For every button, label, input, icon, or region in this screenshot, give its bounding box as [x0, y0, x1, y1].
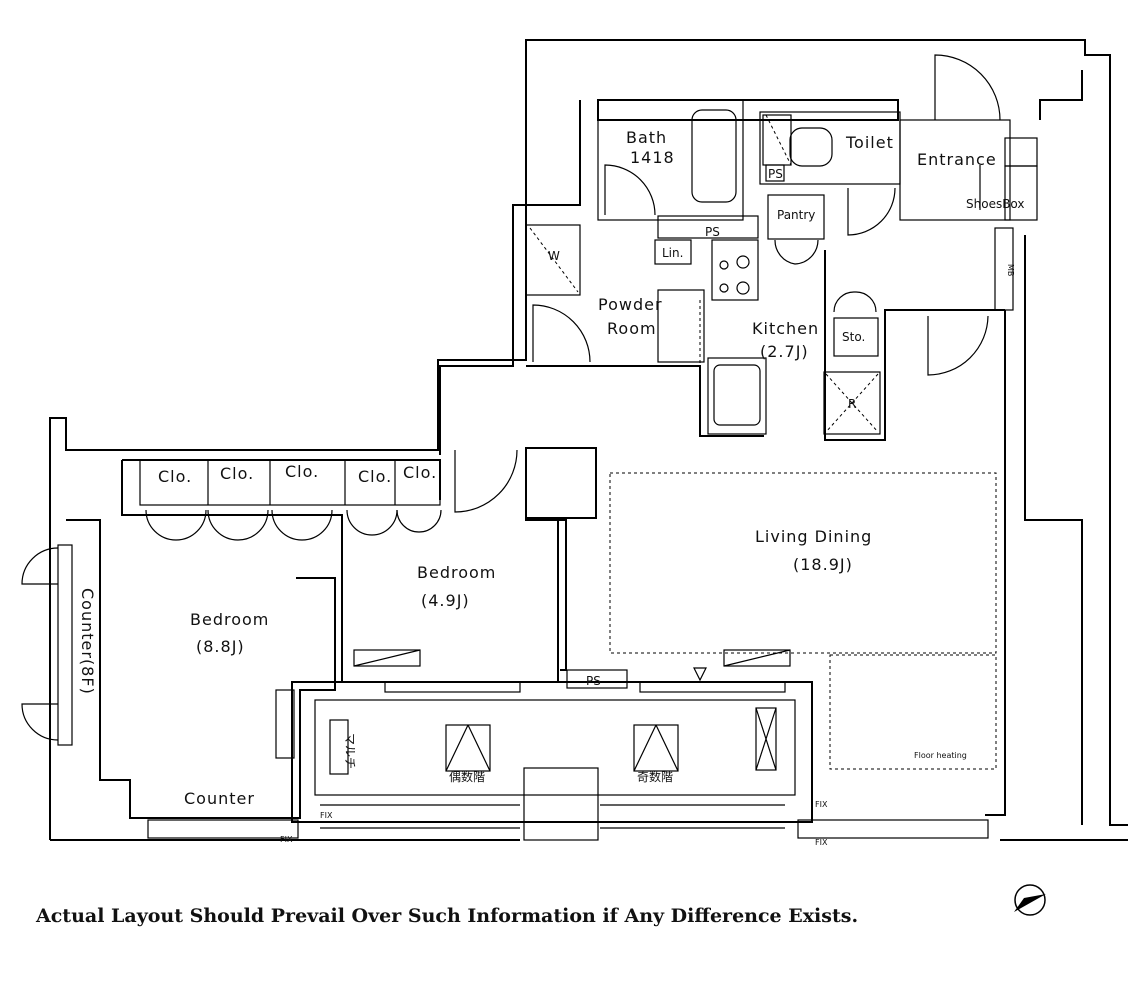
kitchen-label: Kitchen — [752, 319, 819, 338]
exterior-walls — [49, 39, 1128, 841]
interior-walls — [57, 99, 1038, 841]
ps-small-label: PS — [768, 167, 783, 181]
living-dining-size-label: (18.9J) — [793, 555, 853, 574]
storage-label: Sto. — [842, 330, 865, 344]
kitchen-fixtures — [353, 114, 879, 772]
powder-room-label-2: Room — [607, 319, 657, 338]
closet-label-4: Clo. — [358, 467, 392, 486]
dashed-zones — [341, 300, 997, 770]
closet-label-2: Clo. — [220, 464, 254, 483]
fix-label-2: FIX — [280, 835, 293, 844]
closet-label-1: Clo. — [158, 467, 192, 486]
bedroom2-size-label: (4.9J) — [421, 591, 470, 610]
bedroom1-size-label: (8.8J) — [196, 637, 245, 656]
bedroom2-label: Bedroom — [417, 563, 496, 582]
multi-label: マルチ — [343, 733, 357, 769]
toilet-label: Toilet — [845, 133, 894, 152]
north-arrow-icon — [1014, 884, 1046, 916]
bath-label: Bath — [626, 128, 667, 147]
counter-label: Counter — [184, 789, 255, 808]
counter-8f-label: Counter(8F) — [78, 588, 97, 695]
mb-label: MB — [1006, 264, 1015, 276]
shoes-box-label: ShoesBox — [966, 197, 1025, 211]
refrigerator-label: R — [848, 397, 856, 411]
door-swings — [21, 54, 1001, 741]
kitchen-size-label: (2.7J) — [760, 342, 809, 361]
fix-label-4: FIX — [815, 838, 828, 847]
room-labels: Bath 1418 Toilet Entrance ShoesBox Pantr… — [78, 128, 1025, 847]
bedroom1-label: Bedroom — [190, 610, 269, 629]
washer-label: W — [548, 249, 560, 263]
linen-label: Lin. — [662, 246, 683, 260]
floor-heating-label: Floor heating — [914, 751, 967, 760]
ps-label: PS — [705, 225, 720, 239]
powder-room-label-1: Powder — [598, 295, 663, 314]
entrance-label: Entrance — [917, 150, 997, 169]
closet-label-3: Clo. — [285, 462, 319, 481]
pantry-label: Pantry — [777, 208, 815, 222]
fix-label-1: FIX — [320, 811, 333, 820]
ps-bottom-label: PS — [586, 674, 601, 688]
closet-label-5: Clo. — [403, 463, 437, 482]
even-floor-label: 偶数階 — [449, 769, 485, 784]
bath-size-label: 1418 — [630, 148, 675, 167]
disclaimer-text: Actual Layout Should Prevail Over Such I… — [36, 905, 859, 927]
odd-floor-label: 奇数階 — [637, 769, 673, 784]
fix-label-3: FIX — [815, 800, 828, 809]
living-dining-label: Living Dining — [755, 527, 872, 546]
